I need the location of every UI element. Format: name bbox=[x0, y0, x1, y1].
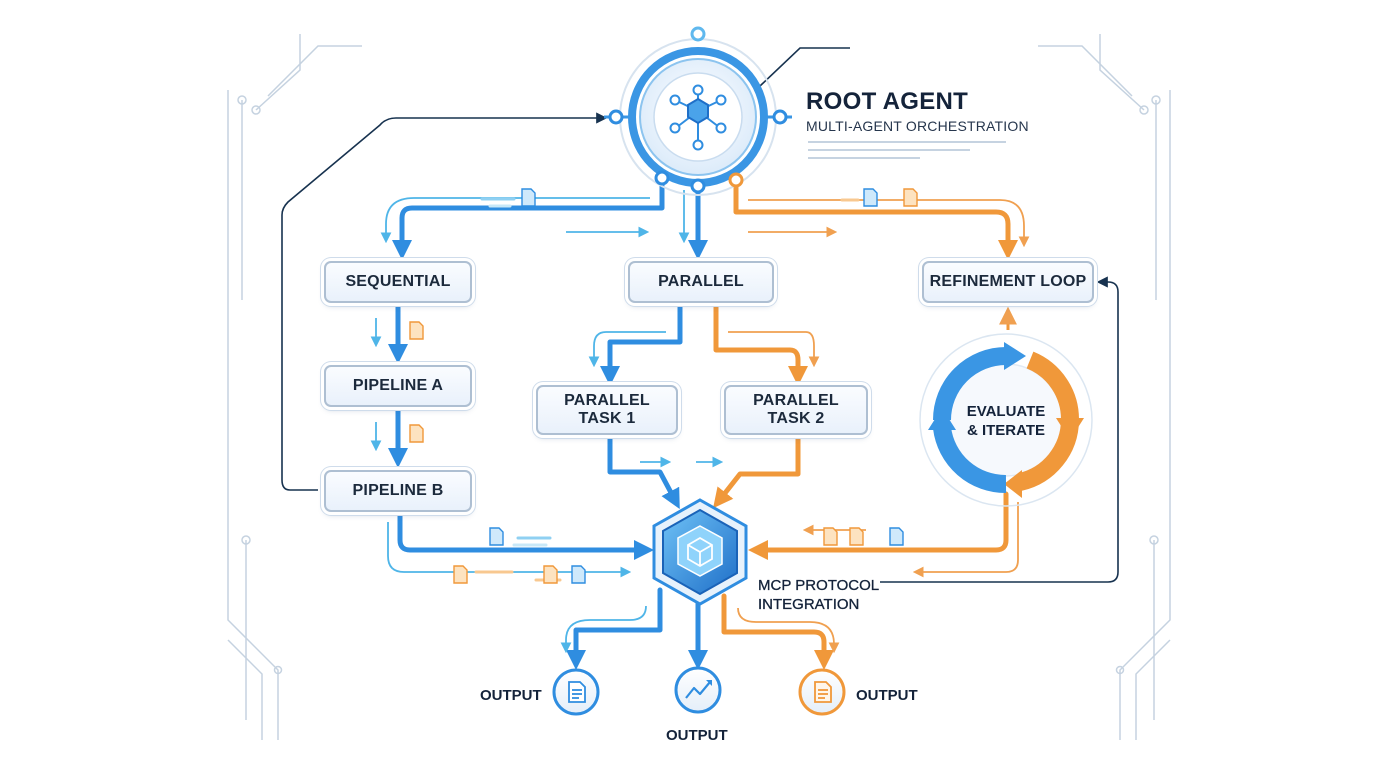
output-node-3 bbox=[798, 668, 846, 716]
orange-flows bbox=[713, 177, 1018, 670]
pipeline-b-label: PIPELINE B bbox=[352, 482, 444, 499]
document-icon bbox=[814, 681, 832, 703]
circuit-decoration-right bbox=[1038, 34, 1171, 740]
cube-icon bbox=[687, 536, 713, 568]
parallel-label: PARALLEL bbox=[658, 273, 744, 290]
parallel-task-1-label-line2: TASK 1 bbox=[578, 410, 636, 427]
mcp-label-line1: MCP PROTOCOL bbox=[758, 577, 880, 594]
output-label-1: OUTPUT bbox=[480, 687, 542, 704]
document-icon bbox=[409, 424, 424, 443]
document-icon bbox=[409, 321, 424, 340]
circuit-decoration-left bbox=[227, 34, 362, 740]
evaluate-label-line1: EVALUATE bbox=[966, 403, 1046, 420]
document-icon bbox=[571, 565, 586, 584]
output-label-3: OUTPUT bbox=[856, 687, 918, 704]
pipeline-a-node: PIPELINE A bbox=[324, 365, 472, 407]
right-feedback-line bbox=[880, 276, 1119, 583]
parallel-task-1-node: PARALLEL TASK 1 bbox=[536, 385, 678, 435]
left-feedback-line bbox=[281, 112, 608, 491]
document-icon bbox=[823, 527, 838, 546]
refinement-cycle bbox=[919, 333, 1093, 507]
subtitle-underlines bbox=[808, 141, 1006, 159]
mcp-label-line2: INTEGRATION bbox=[758, 596, 860, 613]
root-title-pointer bbox=[759, 47, 850, 87]
document-icon bbox=[889, 527, 904, 546]
parallel-task-1-label-line1: PARALLEL bbox=[564, 392, 650, 409]
parallel-node: PARALLEL bbox=[628, 261, 774, 303]
accent-flows bbox=[370, 190, 1030, 654]
evaluate-iterate-label: EVALUATE & ITERATE bbox=[956, 402, 1056, 440]
output-label-2: OUTPUT bbox=[666, 727, 728, 744]
document-icon bbox=[543, 565, 558, 584]
network-icon bbox=[669, 84, 727, 151]
parallel-task-2-node: PARALLEL TASK 2 bbox=[724, 385, 868, 435]
document-icon bbox=[849, 527, 864, 546]
sequential-label: SEQUENTIAL bbox=[345, 273, 451, 290]
document-icon bbox=[453, 565, 468, 584]
document-icon bbox=[489, 527, 504, 546]
document-icon bbox=[521, 188, 536, 207]
refinement-loop-node: REFINEMENT LOOP bbox=[922, 261, 1094, 303]
pipeline-b-node: PIPELINE B bbox=[324, 470, 472, 512]
document-icon bbox=[863, 188, 878, 207]
document-icon bbox=[903, 188, 918, 207]
feedback-connectors bbox=[281, 47, 1119, 583]
output-node-2 bbox=[674, 666, 722, 714]
mcp-protocol-label: MCP PROTOCOL INTEGRATION bbox=[758, 576, 879, 614]
flow-documents bbox=[409, 188, 918, 584]
chart-trend-icon bbox=[685, 681, 711, 699]
document-icon bbox=[568, 681, 586, 703]
sequential-node: SEQUENTIAL bbox=[324, 261, 472, 303]
parallel-task-2-label-line1: PARALLEL bbox=[753, 392, 839, 409]
pipeline-a-label: PIPELINE A bbox=[352, 377, 444, 394]
blue-flows bbox=[388, 175, 708, 670]
data-streaks bbox=[474, 197, 860, 582]
output-node-1 bbox=[552, 668, 600, 716]
refinement-loop-label: REFINEMENT LOOP bbox=[929, 273, 1087, 290]
root-agent-title: ROOT AGENT bbox=[806, 88, 969, 115]
root-agent-subtitle: MULTI-AGENT ORCHESTRATION bbox=[806, 118, 1029, 134]
evaluate-label-line2: & ITERATE bbox=[966, 422, 1046, 439]
parallel-task-2-label-line2: TASK 2 bbox=[767, 410, 825, 427]
